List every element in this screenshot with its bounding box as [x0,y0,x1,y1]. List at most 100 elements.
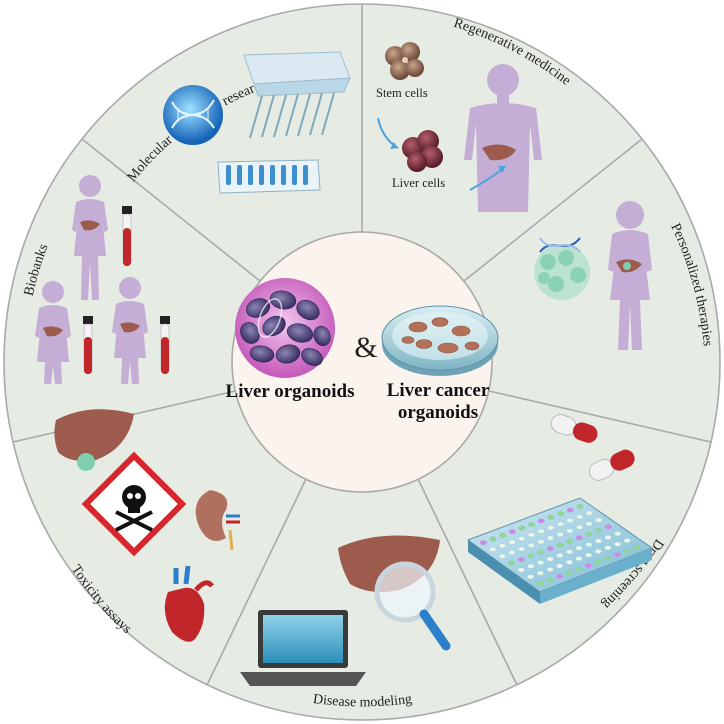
plate-well [517,567,525,573]
plate-well [527,522,536,528]
woman-silhouette-biobank-2 [35,281,71,384]
plate-well [575,524,584,530]
plate-well [537,549,545,555]
multichannel-pipette-icon [243,51,351,139]
plate-well [594,528,603,534]
plate-well [576,503,584,509]
liver-cells-label: Liver cells [392,176,445,190]
dna-sphere-icon [163,85,223,145]
plate-well [585,510,593,516]
plate-well [575,535,583,541]
plate-well [575,556,583,562]
blood-tube-icon-1 [122,206,132,267]
plate-well [576,514,584,520]
label-disease-modeling: Disease modeling [312,692,413,710]
plate-well [595,517,603,523]
stem-cells-icon [385,42,424,80]
plate-well [546,546,554,552]
arrow-to-liver-icon [469,166,506,191]
plate-well [536,560,545,566]
plate-well [517,557,526,563]
plate-well [508,539,516,545]
kidney-icon [195,490,240,551]
plate-well [565,549,574,555]
plate-well [594,538,603,544]
plate-well [594,559,602,565]
plate-well [527,532,536,538]
plate-well [604,534,612,540]
ampersand: & [354,331,377,364]
plate-well [537,528,545,534]
cell-cluster-icon [534,244,590,300]
plate-well [499,532,507,538]
petri-dish-icon [381,305,499,376]
plate-well [555,563,564,569]
liver-icon-bio-3 [120,322,140,333]
stem-cells-label: Stem cells [376,86,428,100]
plate-well [556,532,564,538]
plate-well [537,539,545,545]
plate-well [584,552,593,558]
plate-well [517,546,526,552]
plate-well [556,511,565,517]
tumor-marker-icon-tox [77,453,95,471]
plate-well [575,545,583,551]
liver-icon-regen [482,144,516,161]
laptop-icon [240,610,366,686]
plate-well [566,518,574,524]
plate-well [508,560,516,566]
plate-well [584,563,593,569]
plate-well [585,531,593,537]
center-right-label-2: organoids [398,402,478,423]
plate-well [604,545,612,551]
liver-icon-bio-2 [43,326,63,337]
plate-well [633,544,641,550]
plate-well [613,552,622,558]
plate-well [508,550,516,556]
capsule-icon [550,414,598,443]
arrow-down-icon [377,117,399,149]
blood-tube-icon-3 [160,316,170,375]
microplate-icon [217,159,321,194]
woman-silhouette-icon [608,201,652,350]
plate-well [527,553,535,559]
plate-well [518,536,526,542]
hazard-skull-icon [81,451,187,557]
dna-helix-icon [539,237,581,253]
center-left-label: Liver organoids [226,381,355,402]
plate-well [489,546,497,552]
plate-well [498,543,507,549]
plate-well [566,538,574,544]
plate-well [585,521,593,527]
plate-well [527,542,535,548]
well-plate-icon [466,497,654,604]
plate-well [536,570,544,576]
plate-well [594,548,602,554]
center-right-label-1: Liver cancer [387,380,490,401]
plate-well [566,528,574,534]
plate-well [623,538,631,544]
plate-well [556,542,564,548]
plate-well [614,531,622,537]
plate-well [479,540,487,546]
heart-icon [164,565,214,642]
woman-silhouette-biobank-3 [112,277,148,384]
plate-well [508,529,516,535]
plate-well [604,555,612,561]
plate-well [527,574,535,580]
magnifier-icon [374,561,451,651]
blood-tube-icon-2 [83,316,93,375]
plate-well [556,553,564,559]
plate-well [498,553,506,559]
plate-well [566,507,574,513]
plate-well [604,524,612,530]
plate-well [585,542,593,548]
plate-well [556,521,565,527]
plate-well [565,570,573,576]
tumor-marker-icon [623,262,631,270]
plate-well [575,566,583,572]
plate-well [489,536,497,542]
plate-well [527,563,535,569]
